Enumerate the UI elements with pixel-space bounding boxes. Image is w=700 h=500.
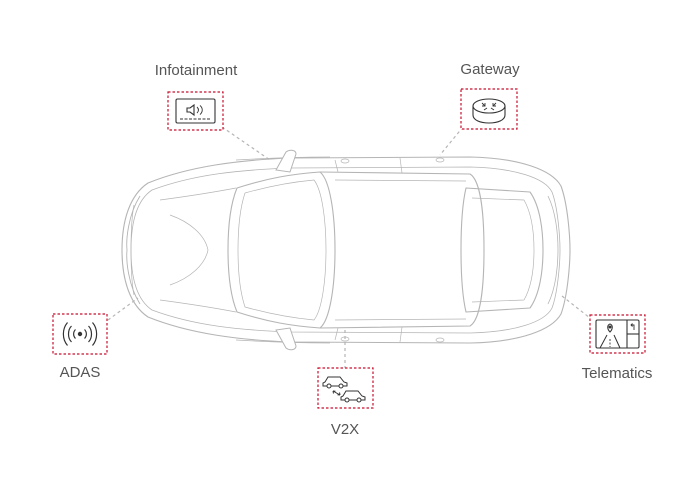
- connected-cars-icon: [322, 376, 366, 403]
- connector-infotainment: [221, 126, 271, 161]
- gateway-node[interactable]: [460, 88, 518, 130]
- v2x-label: V2X: [330, 421, 360, 438]
- side-mirror-bottom: [275, 327, 297, 351]
- router-icon: [472, 98, 506, 124]
- telematics-node[interactable]: [589, 314, 646, 354]
- gateway-label: Gateway: [460, 61, 520, 78]
- navigation-map-icon: [595, 319, 640, 349]
- telematics-label: Telematics: [581, 365, 653, 382]
- speaker-screen-icon: [175, 98, 216, 124]
- adas-node[interactable]: [52, 313, 108, 355]
- connector-telematics: [561, 295, 591, 319]
- connector-adas: [107, 297, 139, 321]
- infotainment-label: Infotainment: [154, 62, 238, 79]
- adas-label: ADAS: [59, 364, 101, 381]
- wireless-signal-icon: [62, 322, 98, 346]
- car-outline: [121, 156, 571, 344]
- connector-lines: [107, 126, 591, 368]
- v2x-node[interactable]: [317, 367, 374, 409]
- infotainment-node[interactable]: [167, 91, 224, 131]
- connector-gateway: [439, 126, 464, 156]
- side-mirror-top: [275, 149, 297, 173]
